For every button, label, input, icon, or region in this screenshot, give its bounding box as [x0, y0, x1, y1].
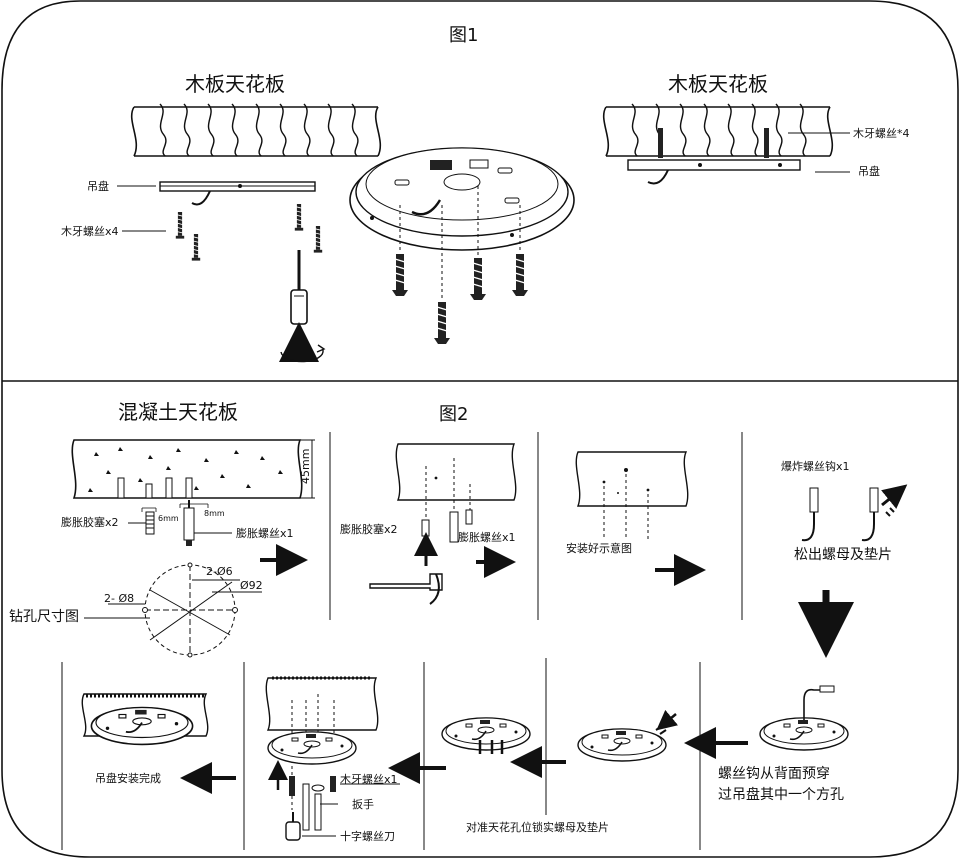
explosion-hook-label: 爆炸螺丝钩x1: [781, 460, 850, 473]
hole-d6-label: 2-Ø6: [206, 565, 233, 578]
expansion-screw-left: [179, 500, 232, 546]
ceiling-exploded-panel6: [265, 676, 400, 841]
loosen-nut-label: 松出螺母及垫片: [794, 547, 892, 563]
ceiling-slab-panel3: [575, 451, 689, 540]
wood-ceiling-left: [130, 103, 382, 157]
wood-screw: [469, 257, 487, 301]
wood-screw-x1-label: 木牙螺丝x1: [340, 773, 398, 786]
plate-align-panel7: [441, 717, 531, 754]
wood-screw: [391, 253, 409, 297]
figure2-title: 图2: [439, 404, 469, 425]
hole-d8-label: 2- Ø8: [104, 592, 135, 605]
hole-d92-label: Ø92: [240, 579, 263, 592]
dim-8mm-label: 8mm: [204, 509, 225, 518]
hanging-plate-left-label: 吊盘: [87, 180, 109, 193]
plate-done-label: 吊盘安装完成: [95, 772, 161, 785]
expansion-screw-left-label: 膨胀螺丝x1: [236, 527, 294, 540]
wood-screw: [175, 211, 185, 240]
plate-installed-final: [81, 693, 209, 746]
wood-screw: [313, 225, 323, 254]
ceiling-slab-panel2: [369, 443, 517, 605]
concrete-ceiling: [71, 439, 315, 499]
plate-with-hook: [759, 685, 849, 751]
ceiling-plate-large: [349, 147, 575, 300]
expansion-plug-left: [128, 507, 157, 535]
wood-ceiling-right: [602, 103, 850, 185]
expansion-plug-panel2-label: 膨胀胶塞x2: [340, 523, 398, 536]
hanging-plate-right-label: 吊盘: [858, 165, 880, 178]
hook-thread-line2: 过吊盘其中一个方孔: [718, 787, 844, 803]
wood-screws-left-label: 木牙螺丝x4: [61, 225, 119, 238]
screwdriver: [279, 250, 326, 363]
expansion-plug-left-label: 膨胀胶塞x2: [61, 516, 119, 529]
align-lock-label: 对准天花孔位锁实螺母及垫片: [466, 821, 609, 834]
concrete-ceiling-label: 混凝土天花板: [118, 400, 238, 424]
depth-label: 45mm: [299, 448, 312, 484]
figure1-title: 图1: [449, 25, 479, 46]
wood-screw: [511, 253, 529, 297]
wood-screw: [294, 203, 304, 232]
dim-6mm-label: 6mm: [158, 514, 179, 523]
wood-ceiling-right-label: 木板天花板: [668, 72, 768, 96]
drill-size-diagram-label: 钻孔尺寸图: [9, 609, 79, 625]
expansion-screw-panel2-label: 膨胀螺丝x1: [458, 531, 516, 544]
plate-align-panel8: [577, 709, 679, 762]
installed-view-label: 安装好示意图: [566, 542, 632, 555]
hanging-plate-left: [117, 181, 316, 206]
phillips-label: 十字螺丝刀: [340, 830, 395, 843]
wood-screw: [191, 233, 201, 262]
wrench-label: 扳手: [352, 798, 374, 811]
wood-screws-right-label: 木牙螺丝*4: [853, 127, 910, 140]
wood-ceiling-left-label: 木板天花板: [185, 72, 285, 96]
hook-thread-line1: 螺丝钩从背面预穿: [718, 766, 830, 782]
drill-size-diagram: [84, 562, 262, 658]
explosion-hook-drawing: [801, 484, 908, 542]
wood-screw: [433, 301, 451, 345]
